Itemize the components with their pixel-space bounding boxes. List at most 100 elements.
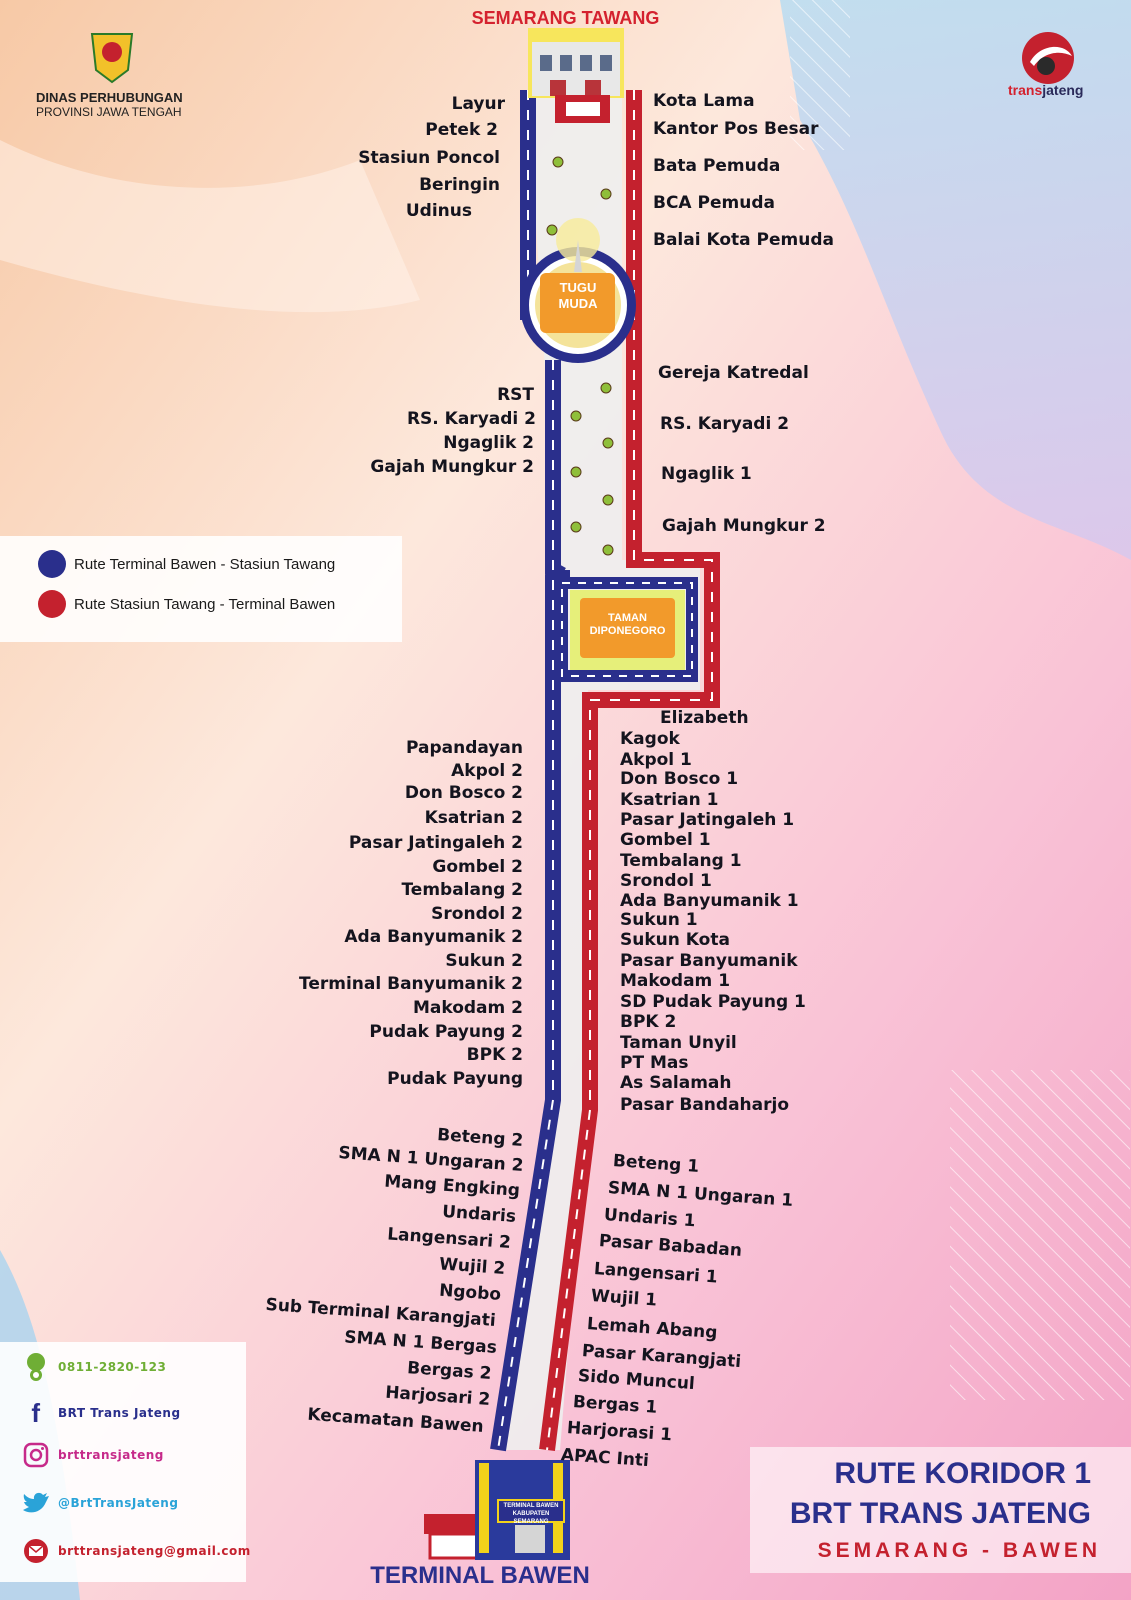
title-line1: RUTE KORIDOR 1 <box>834 1457 1091 1490</box>
bus-stop-label: Taman Unyil <box>620 1033 737 1053</box>
bus-stop-label: Pudak Payung <box>387 1069 523 1089</box>
bus-stop-label: BPK 2 <box>620 1012 677 1032</box>
bus-stop-label: Ngaglik 2 <box>443 433 534 453</box>
tree-icons <box>546 156 614 556</box>
contact-twitter[interactable]: @BrtTransJateng <box>20 1488 178 1518</box>
bus-stop-label: Pasar Bandaharjo <box>620 1095 790 1115</box>
bus-stop-label: Gombel 1 <box>620 830 711 850</box>
jawa-tengah-seal <box>90 33 134 84</box>
bus-stop-label: Wujil 1 <box>590 1286 658 1311</box>
contact-email[interactable]: brttransjateng@gmail.com <box>20 1536 251 1566</box>
brand-a: trans <box>1008 82 1043 98</box>
blue-dot-icon <box>38 550 66 578</box>
bus-stop-label: Balai Kota Pemuda <box>653 230 834 250</box>
semarang-tawang-label: SEMARANG TAWANG <box>471 8 660 28</box>
bus-stop-label: Pasar Jatingaleh 1 <box>620 810 795 830</box>
bus-stop-label: Srondol 1 <box>620 871 712 891</box>
bus-stop-label: Kagok <box>620 729 680 749</box>
contact-phone-text: 0811-2820-123 <box>58 1360 167 1374</box>
facebook-icon: f <box>31 1397 41 1428</box>
bus-stop-label: Tembalang 2 <box>401 880 523 900</box>
red-dot-icon <box>38 590 66 618</box>
terminal-sign-line1: TERMINAL BAWEN <box>503 1503 559 1509</box>
dinas-line1: DINAS PERHUBUNGAN <box>36 90 183 105</box>
bus-stop-label: Sukun 2 <box>445 951 523 971</box>
terminal-bawen-building <box>424 1460 570 1560</box>
bus-stop-label: Undaris <box>441 1201 517 1227</box>
contact-email-text: brttransjateng@gmail.com <box>58 1544 251 1558</box>
semarang-tawang-building <box>528 28 624 123</box>
bus-stop-label: Gereja Katredal <box>658 363 809 383</box>
contact-instagram-text: brttransjateng <box>58 1448 164 1462</box>
route-title-box: RUTE KORIDOR 1 BRT TRANS JATENG SEMARANG… <box>750 1447 1131 1573</box>
taman-line2: DIPONEGORO <box>589 625 666 638</box>
brand-wordmark: transjateng <box>1008 82 1083 98</box>
taman-line1: TAMAN <box>608 612 647 624</box>
bus-stop-label: Elizabeth <box>660 708 749 728</box>
bus-stop-label: As Salamah <box>620 1073 732 1093</box>
twitter-icon <box>20 1488 52 1518</box>
bus-stop-label: Don Bosco 2 <box>404 783 523 803</box>
terminal-bawen-label: TERMINAL BAWEN <box>370 1562 590 1589</box>
bus-stop-label: Petek 2 <box>425 120 498 140</box>
dinas-perhubungan-label: DINAS PERHUBUNGAN PROVINSI JAWA TENGAH <box>36 90 183 119</box>
contact-facebook-text: BRT Trans Jateng <box>58 1406 181 1420</box>
bus-stop-label: Akpol 2 <box>451 761 523 781</box>
dinas-line2: PROVINSI JAWA TENGAH <box>36 105 182 119</box>
bus-stop-label: Ngaglik 1 <box>661 464 752 484</box>
whatsapp-phone-icon <box>20 1352 52 1382</box>
bus-stop-label: Ksatrian 1 <box>620 790 719 810</box>
email-icon <box>20 1536 52 1566</box>
bus-stop-label: Sukun Kota <box>620 930 730 950</box>
bus-stop-label: Don Bosco 1 <box>620 769 739 789</box>
bus-stop-label: Ngobo <box>438 1280 502 1305</box>
bus-stop-label: Ksatrian 2 <box>424 808 523 828</box>
tugu-line2: MUDA <box>558 295 598 311</box>
legend-red-label: Rute Stasiun Tawang - Terminal Bawen <box>74 595 336 613</box>
contact-facebook[interactable]: f BRT Trans Jateng <box>20 1398 181 1428</box>
bus-stop-label: Makodam 1 <box>620 971 731 991</box>
bus-stop-label: Srondol 2 <box>431 904 523 924</box>
bus-stop-label: SD Pudak Payung 1 <box>620 992 806 1012</box>
bus-stop-label: Pasar Jatingaleh 2 <box>348 833 523 853</box>
bus-stop-label: RS. Karyadi 2 <box>660 414 790 434</box>
bus-stop-label: Pudak Payung 2 <box>369 1022 523 1042</box>
bus-stop-label: Sukun 1 <box>620 910 698 930</box>
bus-stop-label: Pasar Banyumanik <box>620 951 798 971</box>
legend-item-blue: Rute Terminal Bawen - Stasiun Tawang <box>38 550 335 578</box>
terminal-sign-line2: KABUPATEN SEMARANG <box>512 1510 550 1525</box>
bus-stop-label: BCA Pemuda <box>653 193 775 213</box>
bus-stop-label: Gajah Mungkur 2 <box>662 516 826 536</box>
bus-stop-label: Ada Banyumanik 1 <box>620 891 799 911</box>
contact-twitter-text: @BrtTransJateng <box>58 1496 179 1510</box>
instagram-icon <box>20 1440 52 1470</box>
tugu-line1: TUGU <box>559 280 597 295</box>
tugu-muda-label: TUGU MUDA <box>548 280 608 311</box>
contact-instagram[interactable]: brttransjateng <box>20 1440 164 1470</box>
taman-diponegoro-label: TAMAN DIPONEGORO <box>580 612 675 638</box>
bus-stop-label: Akpol 1 <box>620 750 692 770</box>
bus-stop-label: Wujil 2 <box>438 1254 506 1279</box>
bus-stop-label: Papandayan <box>406 738 523 758</box>
bus-stop-label: Kantor Pos Besar <box>653 119 819 139</box>
contact-phone[interactable]: 0811-2820-123 <box>20 1352 166 1382</box>
bus-stop-label: PT Mas <box>620 1053 689 1073</box>
bus-stop-label: Gajah Mungkur 2 <box>370 457 534 477</box>
terminal-sign: TERMINAL BAWEN KABUPATEN SEMARANG <box>500 1503 562 1526</box>
bus-stop-label: RS. Karyadi 2 <box>406 409 536 429</box>
bus-stop-label: Ada Banyumanik 2 <box>344 927 523 947</box>
title-line3: SEMARANG - BAWEN <box>817 1539 1101 1562</box>
brand-b: jateng <box>1042 82 1084 98</box>
legend-blue-label: Rute Terminal Bawen - Stasiun Tawang <box>74 555 336 573</box>
bus-stop-label: BPK 2 <box>466 1045 523 1065</box>
bus-stop-label: Bata Pemuda <box>653 156 781 176</box>
bus-stop-label: Udinus <box>405 201 472 221</box>
bus-stop-label: Kota Lama <box>653 91 755 111</box>
red-route-line <box>539 90 720 1452</box>
bus-stop-label: Beringin <box>419 175 500 195</box>
trans-jateng-logo <box>1022 32 1074 84</box>
contact-box: 0811-2820-123 f BRT Trans Jateng brttran… <box>0 1342 250 1582</box>
bus-stop-label: Layur <box>451 94 505 114</box>
bus-stop-label: Makodam 2 <box>412 998 523 1018</box>
